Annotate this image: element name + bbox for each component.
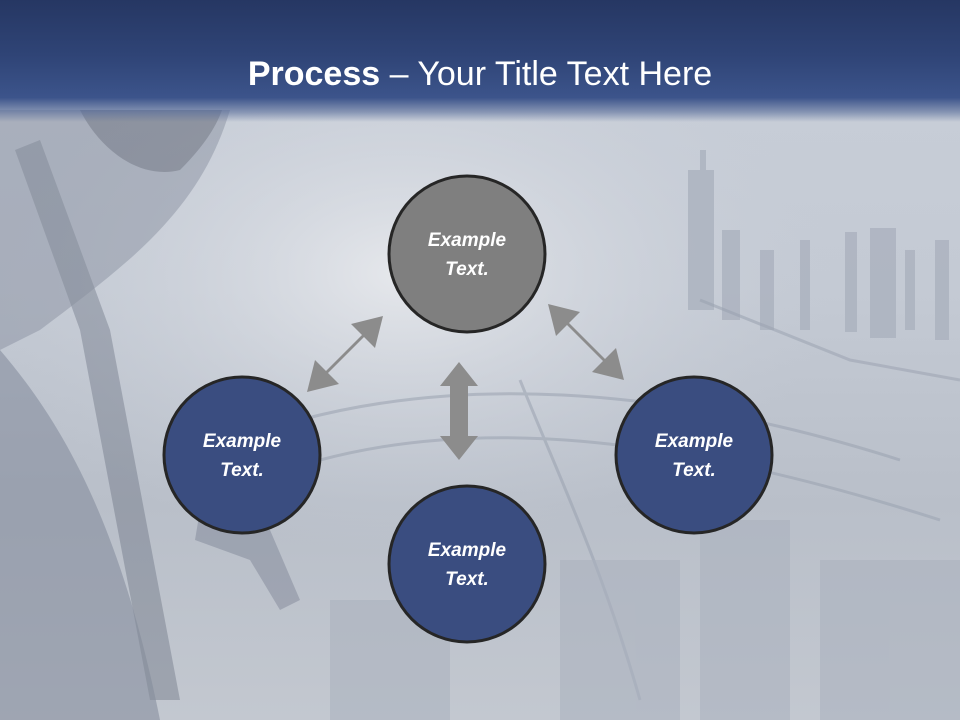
node-top-line1: Example bbox=[428, 230, 507, 251]
arrow-top-right bbox=[548, 304, 624, 380]
double-arrow-icon bbox=[307, 316, 383, 392]
title-bar bbox=[0, 0, 960, 122]
arrow-left-top bbox=[307, 316, 383, 392]
double-arrow-icon bbox=[440, 362, 478, 460]
node-bottom-line1: Example bbox=[428, 540, 507, 561]
node-left-line1: Example bbox=[203, 431, 282, 452]
node-right-line1: Example bbox=[655, 431, 734, 452]
node-left-line2: Text. bbox=[220, 460, 264, 481]
node-left[interactable]: Example Text. bbox=[162, 375, 322, 535]
slide-title[interactable]: Process – Your Title Text Here bbox=[0, 52, 960, 96]
double-arrow-icon bbox=[548, 304, 624, 380]
node-bottom[interactable]: Example Text. bbox=[387, 484, 547, 644]
node-top-line2: Text. bbox=[445, 259, 489, 280]
node-top[interactable]: Example Text. bbox=[387, 174, 547, 334]
title-rest: – Your Title Text Here bbox=[380, 55, 713, 93]
node-bottom-line2: Text. bbox=[445, 569, 489, 590]
arrow-top-bottom bbox=[440, 362, 478, 460]
node-right[interactable]: Example Text. bbox=[614, 375, 774, 535]
node-right-line2: Text. bbox=[672, 460, 716, 481]
title-bold: Process bbox=[247, 55, 381, 93]
